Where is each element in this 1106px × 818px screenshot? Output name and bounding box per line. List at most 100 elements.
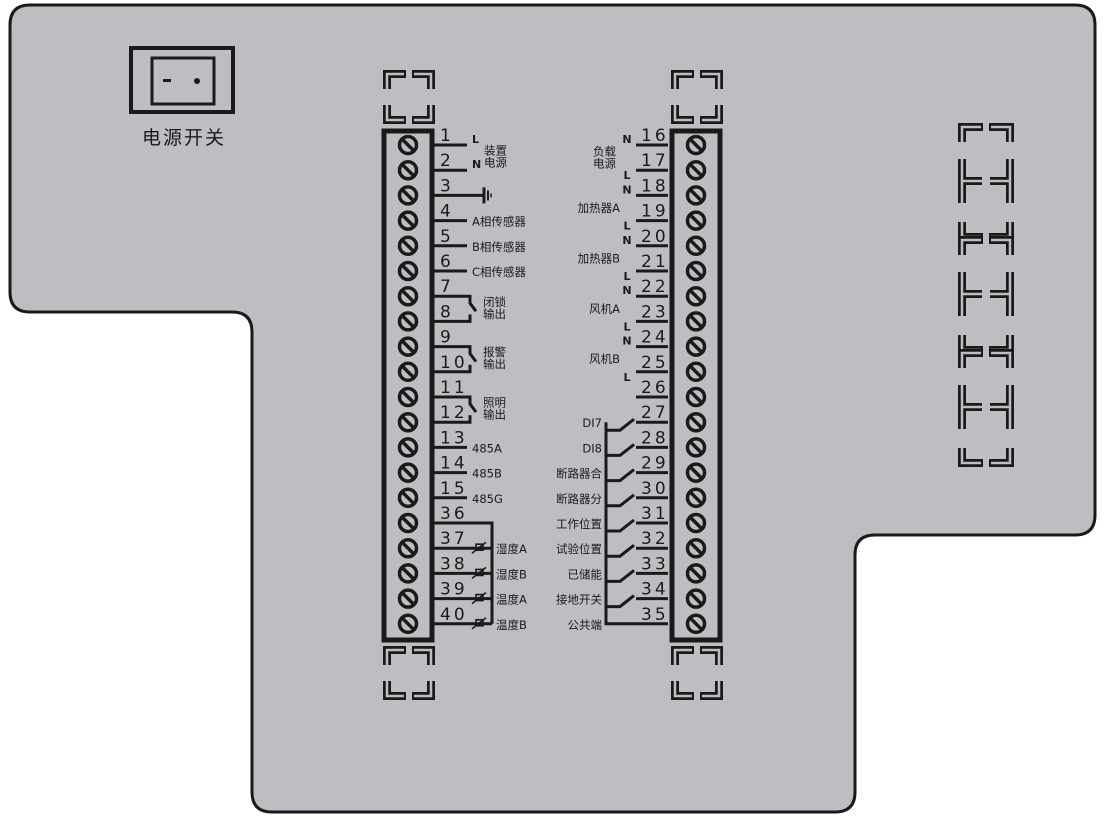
- terminal-tag: N: [622, 183, 631, 196]
- screw-terminal-icon: [685, 411, 707, 433]
- screw-terminal-icon: [397, 185, 419, 206]
- screw-slot: [400, 288, 416, 304]
- terminal-number: 28: [641, 428, 669, 448]
- bracket-corner-inner: [991, 238, 1012, 255]
- terminal-number: 19: [641, 202, 669, 222]
- terminal-number: 21: [641, 252, 669, 272]
- sensor-label: 湿度B: [496, 567, 527, 581]
- screw-slot: [400, 515, 416, 531]
- sensor-label: 湿度A: [496, 542, 527, 556]
- screw-terminal-icon: [685, 487, 707, 509]
- group-label: 照明: [483, 396, 506, 410]
- terminal-tag: L: [623, 320, 630, 333]
- sensor-label: 温度B: [496, 618, 527, 632]
- terminal-tag: A相传感器: [472, 215, 526, 229]
- screw-slot: [400, 440, 416, 455]
- screw-terminal-icon: [685, 159, 707, 181]
- screw-terminal-icon: [397, 311, 419, 332]
- bracket-corner-inner: [991, 125, 1012, 142]
- terminal-number: 25: [641, 353, 669, 373]
- bracket-corner-inner: [673, 72, 692, 89]
- screw-slot: [688, 263, 704, 279]
- screw-terminal-icon: [685, 512, 707, 534]
- screw-terminal-icon: [397, 159, 419, 181]
- relay-contact: [433, 395, 478, 413]
- bracket-corner-inner: [702, 105, 721, 122]
- screw-terminal-icon: [397, 134, 419, 156]
- screw-slot: [688, 414, 704, 430]
- screw-slot: [688, 566, 704, 581]
- input-label: DI7: [582, 416, 602, 430]
- screw-slot: [400, 188, 416, 203]
- connector-joint: [958, 159, 1014, 203]
- screw-slot: [400, 238, 416, 254]
- screw-slot: [688, 616, 704, 632]
- terminal-number: 18: [641, 176, 669, 196]
- input-label: 工作位置: [556, 517, 602, 531]
- terminal-number: 11: [440, 378, 468, 398]
- relay-contact: [433, 364, 472, 374]
- screw-slot: [688, 162, 704, 178]
- switch-contact: [606, 443, 635, 457]
- screw-terminal-icon: [685, 185, 707, 206]
- input-label: 断路器分: [556, 492, 602, 506]
- sensor-label: 温度A: [496, 593, 527, 607]
- terminal-number: 38: [440, 554, 468, 574]
- screw-slot: [688, 314, 704, 329]
- input-label: DI8: [582, 441, 602, 455]
- bracket-corner-inner: [414, 681, 433, 698]
- group-label: 加热器B: [578, 251, 620, 265]
- terminal-tag: 485A: [472, 441, 502, 455]
- screw-terminal-icon: [397, 537, 419, 559]
- relay-contact: [433, 345, 478, 363]
- screw-slot: [688, 364, 704, 380]
- screw-slot: [688, 465, 704, 480]
- screw-terminal-icon: [397, 210, 419, 231]
- screw-terminal-icon: [685, 537, 707, 559]
- left-terminal-block-bottom-connector-icon: [383, 646, 435, 700]
- bracket-corner-inner: [702, 72, 721, 89]
- switch-contact: [606, 594, 635, 609]
- bracket-corner-inner: [960, 238, 981, 255]
- screw-terminal-icon: [397, 285, 419, 307]
- bracket-corner-inner: [385, 105, 404, 122]
- terminal-tag: C相传感器: [472, 265, 527, 279]
- screw-slot: [688, 339, 704, 354]
- thermistor-icon: [471, 541, 487, 554]
- joint-inner: [990, 385, 1012, 429]
- group-label: 风机B: [589, 352, 620, 366]
- screw-terminal-icon: [397, 386, 419, 408]
- screw-terminal-icon: [397, 613, 419, 635]
- terminal-number: 7: [440, 277, 454, 297]
- right-terminal-block-bottom-connector-icon: [671, 646, 723, 700]
- terminal-number: 10: [440, 353, 468, 373]
- terminal-tag: 485G: [472, 492, 503, 506]
- input-label: 试验位置: [556, 542, 602, 556]
- terminal-tag: 485B: [472, 467, 502, 481]
- common-label: 公共端: [568, 618, 603, 632]
- right-terminal-block-frame: [669, 128, 723, 643]
- screw-terminal-icon: [685, 311, 707, 332]
- screw-terminal-icon: [685, 361, 707, 383]
- group-label: 输出: [483, 408, 506, 422]
- screw-terminal-icon: [685, 613, 707, 635]
- power-switch[interactable]: [129, 46, 235, 114]
- terminal-number: 31: [641, 504, 669, 524]
- screw-slot: [688, 238, 704, 254]
- terminal-tag: L: [623, 220, 630, 233]
- bracket-corner-inner: [385, 648, 404, 665]
- screw-slot: [688, 188, 704, 203]
- screw-slot: [688, 213, 704, 228]
- group-label: 电源: [593, 157, 616, 171]
- terminal-number: 33: [641, 554, 669, 574]
- bracket-corner-inner: [673, 105, 692, 122]
- bracket-corner-inner: [702, 648, 721, 665]
- terminal-tag: N: [622, 284, 631, 297]
- screw-slot: [400, 263, 416, 279]
- screw-terminal-icon: [685, 210, 707, 231]
- terminal-tag: B相传感器: [472, 240, 526, 254]
- terminal-tag: L: [472, 133, 479, 146]
- group-label: 报警: [483, 345, 506, 359]
- screw-terminal-icon: [685, 235, 707, 257]
